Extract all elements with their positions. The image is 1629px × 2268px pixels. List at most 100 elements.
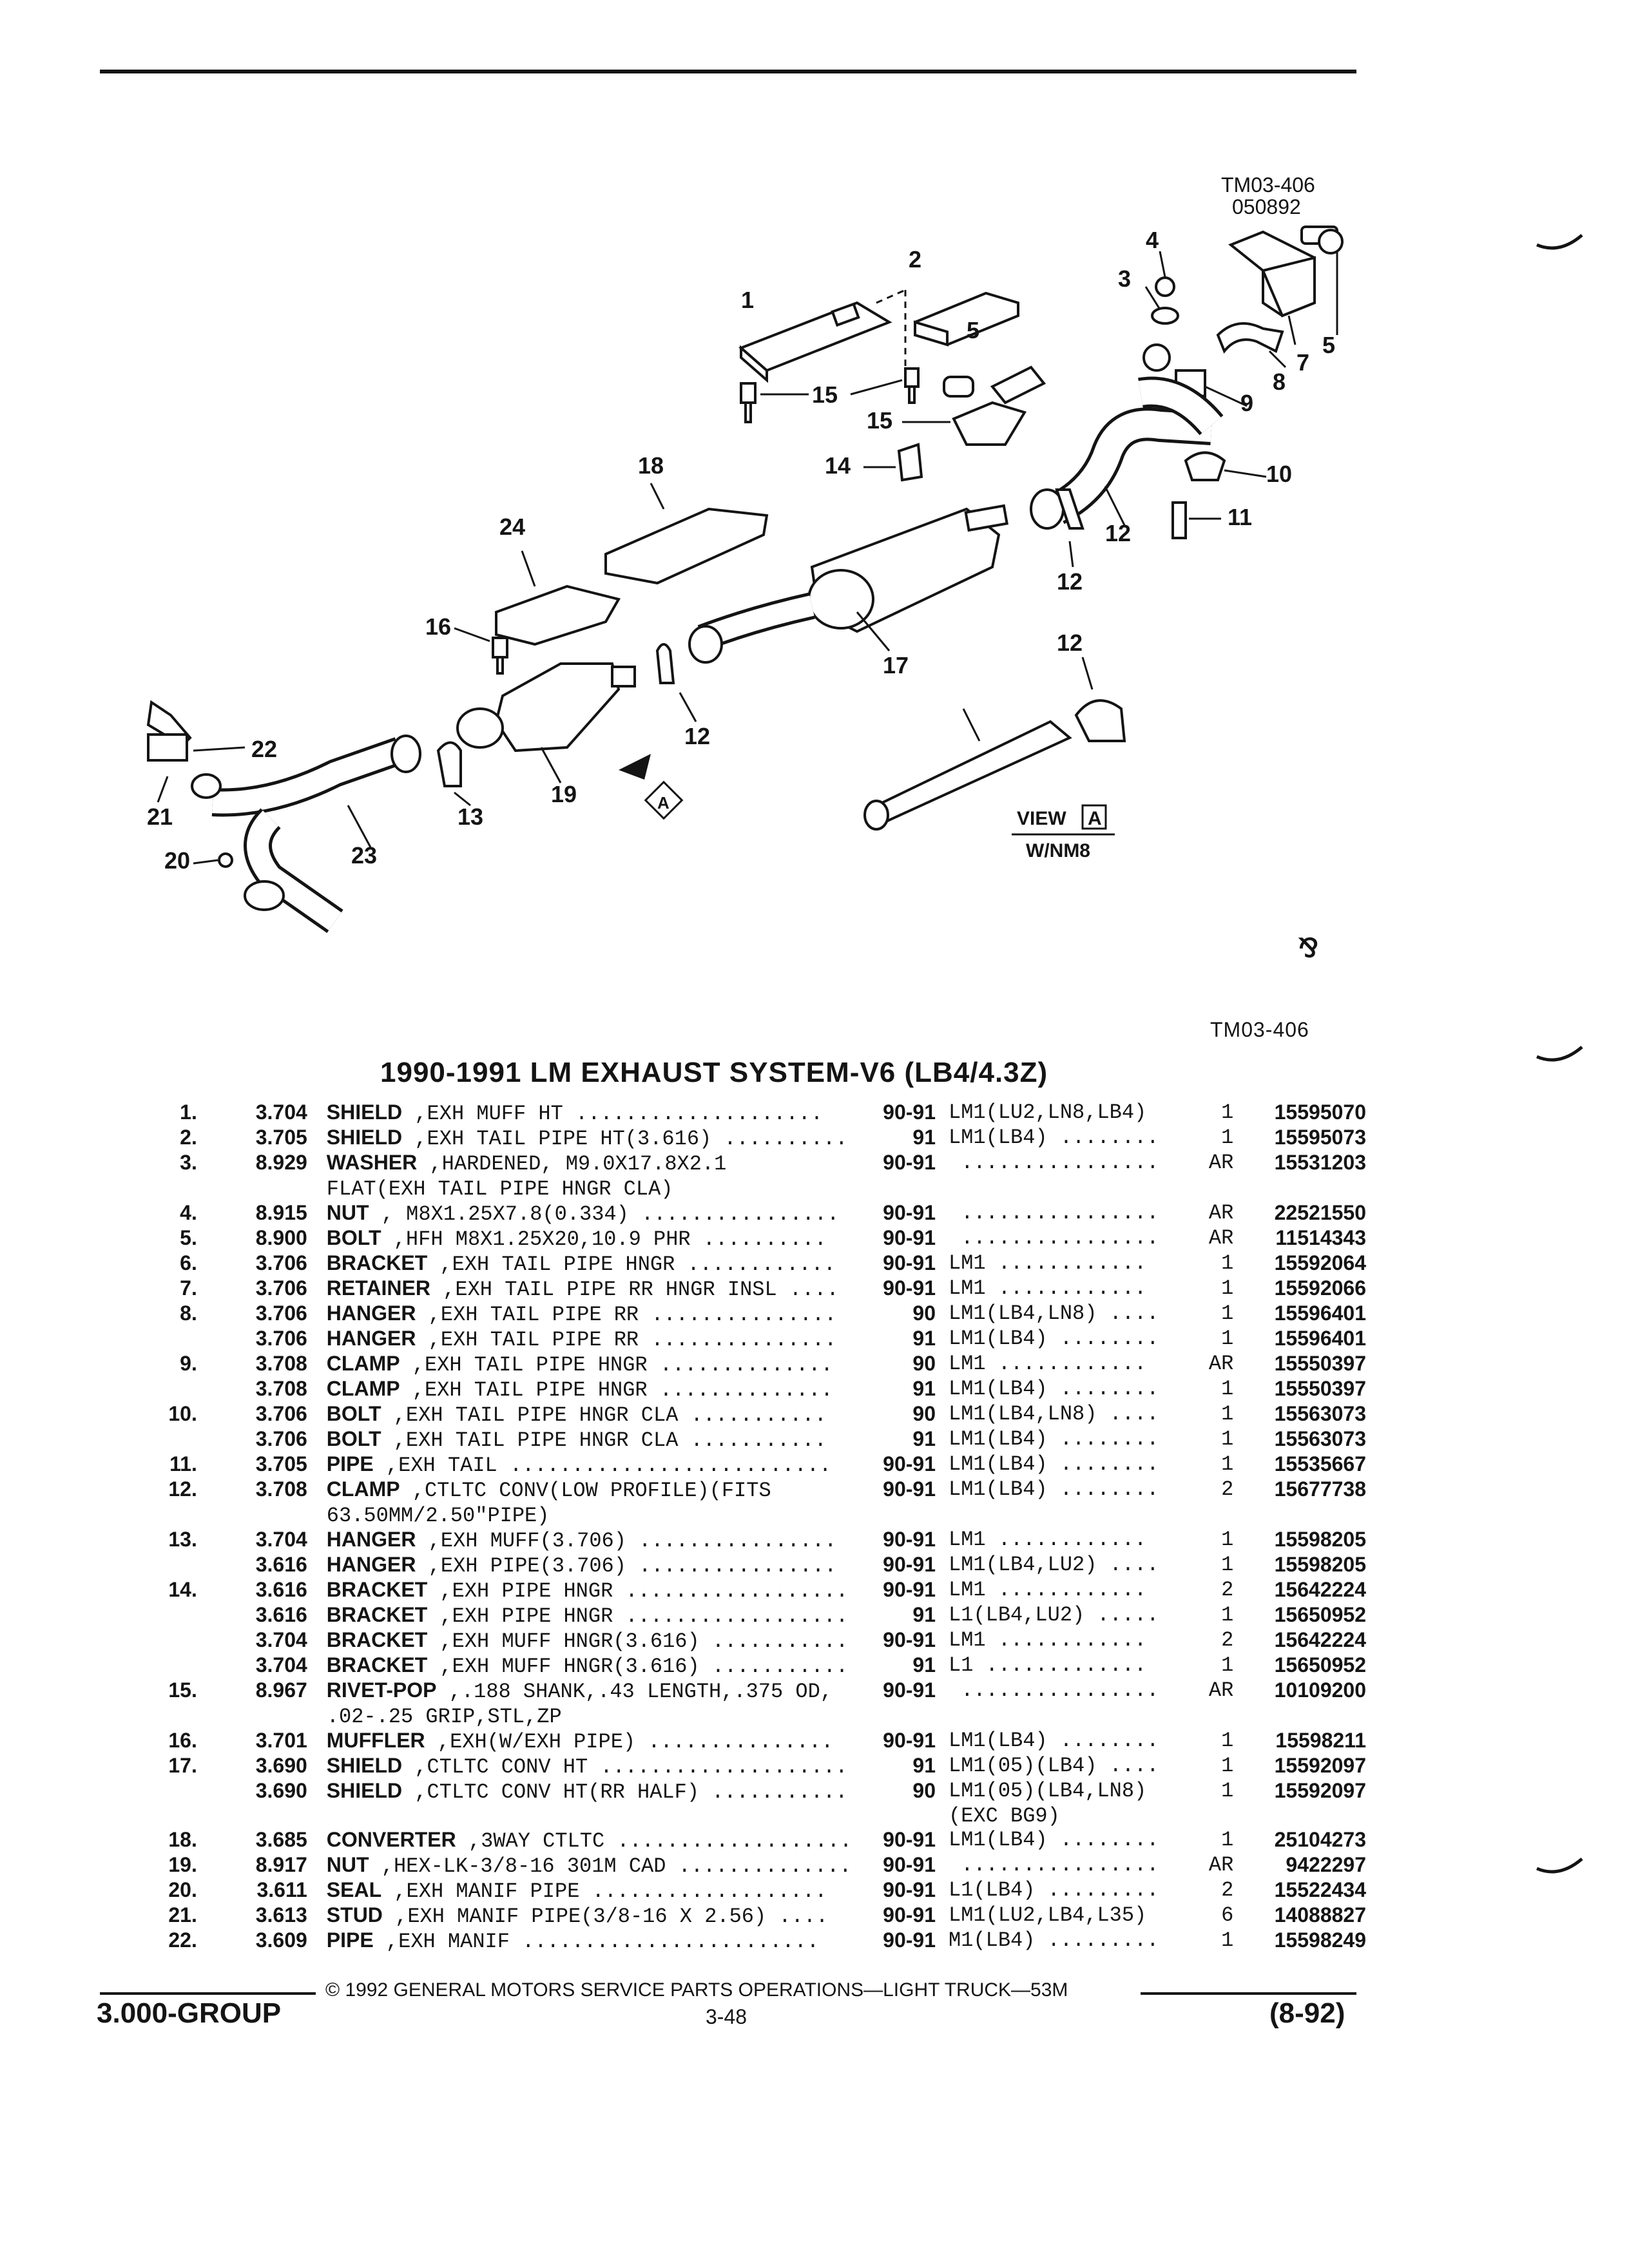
part-number: 15592066	[1274, 1276, 1366, 1300]
part-description: STUD ,EXH MANIF PIPE(3/8-16 X 2.56) ....	[327, 1903, 861, 1928]
item-number: 12.	[168, 1477, 197, 1501]
model-year: 91	[912, 1126, 936, 1149]
part-number: 15592097	[1274, 1754, 1366, 1777]
part-number: 15592097	[1274, 1779, 1366, 1802]
quantity: 1	[1221, 1251, 1234, 1275]
part-description: WASHER ,HARDENED, M9.0X17.8X2.1	[327, 1151, 861, 1176]
quantity: AR	[1208, 1151, 1234, 1175]
svg-text:⅋: ⅋	[1298, 934, 1318, 963]
item-number: 15.	[168, 1678, 197, 1702]
part-detail: FLAT(EXH TAIL PIPE HNGR CLA)	[326, 1177, 673, 1201]
group-number: 3.706	[255, 1302, 307, 1325]
quantity: 1	[1221, 1828, 1234, 1852]
part-detail: ,EXH TAIL PIPE HNGR ..............	[400, 1353, 833, 1377]
group-number: 3.704	[255, 1653, 307, 1677]
part-name: BOLT	[326, 1226, 381, 1249]
part-detail: ,EXH MANIF ........................	[373, 1930, 820, 1954]
callout-17: 18	[638, 452, 664, 479]
part-name: SHIELD	[326, 1754, 403, 1777]
part-name: BRACKET	[326, 1653, 428, 1677]
item-number	[142, 1327, 197, 1352]
callout-15a: 15	[812, 381, 838, 408]
model-year: 90-91	[883, 1878, 936, 1901]
part-1-shield	[738, 301, 892, 383]
group-number: 8.900	[255, 1226, 307, 1249]
part-15-rivets	[740, 367, 920, 423]
model-usage: LM1 ............	[949, 1251, 1147, 1275]
quantity: AR	[1208, 1853, 1234, 1877]
part-24-pipe	[863, 708, 1072, 831]
model-year: 90-91	[883, 1903, 936, 1927]
svg-text:A: A	[657, 793, 670, 812]
figure-ref-code: 050892	[1232, 195, 1301, 218]
model-usage: LM1 ............	[949, 1352, 1147, 1376]
part-name: CLAMP	[326, 1477, 400, 1501]
part-number	[1246, 1804, 1366, 1828]
part-name: SEAL	[326, 1878, 382, 1901]
quantity: 1	[1221, 1427, 1234, 1451]
item-number: 19.	[168, 1853, 197, 1876]
group-number: 3.616	[255, 1603, 307, 1626]
model-usage: ................	[949, 1226, 1159, 1250]
part-detail: ,EXH TAIL PIPE HNGR CLA ...........	[381, 1403, 827, 1427]
callout-1: 1	[741, 287, 754, 313]
part-description: NUT ,HEX-LK-3/8-16 301M CAD ............…	[327, 1853, 861, 1878]
item-number	[142, 1653, 197, 1678]
item-number: 16.	[168, 1729, 197, 1752]
part-description: HANGER ,EXH TAIL PIPE RR ...............	[327, 1327, 861, 1352]
parts-row: FLAT(EXH TAIL PIPE HNGR CLA)	[142, 1176, 1366, 1201]
quantity: 1	[1221, 1452, 1234, 1476]
callout-8: 9	[1240, 390, 1253, 416]
part-name: BRACKET	[326, 1251, 428, 1274]
model-usage: (EXC BG9)	[949, 1804, 1060, 1828]
part-name: BOLT	[326, 1427, 381, 1450]
model-year	[860, 1804, 949, 1828]
part-name: MUFFLER	[326, 1729, 425, 1752]
model-year: 90-91	[883, 1276, 936, 1300]
model-usage: LM1(LB4) ........	[949, 1427, 1159, 1451]
quantity: 2	[1221, 1578, 1234, 1602]
exhaust-system-diagram: TM03-406 050892	[146, 173, 1344, 963]
part-number: 9422297	[1286, 1853, 1366, 1876]
part-detail: ,EXH TAIL PIPE RR HNGR INSL ....	[430, 1278, 839, 1302]
model-year: 90	[912, 1402, 936, 1425]
part-description: BOLT ,EXH TAIL PIPE HNGR CLA ...........	[327, 1427, 861, 1452]
part-number: 22521550	[1274, 1201, 1366, 1224]
callout-5a: 5	[1322, 332, 1335, 358]
model-year: 90	[912, 1352, 936, 1375]
item-number: 21.	[168, 1903, 197, 1927]
part-detail: ,3WAY CTLTC ...................	[456, 1829, 853, 1853]
part-detail: ,EXH MUFF HNGR(3.616) ...........	[427, 1629, 849, 1653]
group-number: 3.706	[255, 1402, 307, 1425]
footer-rule-left	[100, 1992, 316, 1995]
quantity: 1	[1221, 1528, 1234, 1552]
part-detail: ,.188 SHANK,.43 LENGTH,.375 OD,	[436, 1680, 833, 1704]
part-number: 15535667	[1274, 1452, 1366, 1475]
part-3-washer	[1151, 307, 1179, 325]
quantity: 1	[1221, 1653, 1234, 1677]
item-number: 1.	[180, 1100, 197, 1124]
item-number: 13.	[168, 1528, 197, 1551]
item-number: 11.	[169, 1452, 197, 1475]
model-usage: LM1 ............	[949, 1276, 1147, 1300]
part-detail: ,EXH MUFF HT ....................	[402, 1102, 824, 1126]
part-description: RETAINER ,EXH TAIL PIPE RR HNGR INSL ...…	[327, 1276, 861, 1302]
model-year: 91	[912, 1427, 936, 1450]
revision-date: (8-92)	[1269, 1997, 1345, 2029]
item-number	[142, 1503, 197, 1528]
part-15-rivet-lower	[454, 627, 508, 675]
quantity: 1	[1221, 1603, 1234, 1627]
part-14-bracket	[902, 365, 1046, 446]
quantity: 1	[1221, 1553, 1234, 1577]
part-number: 11514343	[1275, 1226, 1366, 1249]
footer-rule-right	[1141, 1992, 1356, 1995]
part-2-shield	[914, 291, 1019, 347]
item-number: 8.	[180, 1302, 197, 1325]
